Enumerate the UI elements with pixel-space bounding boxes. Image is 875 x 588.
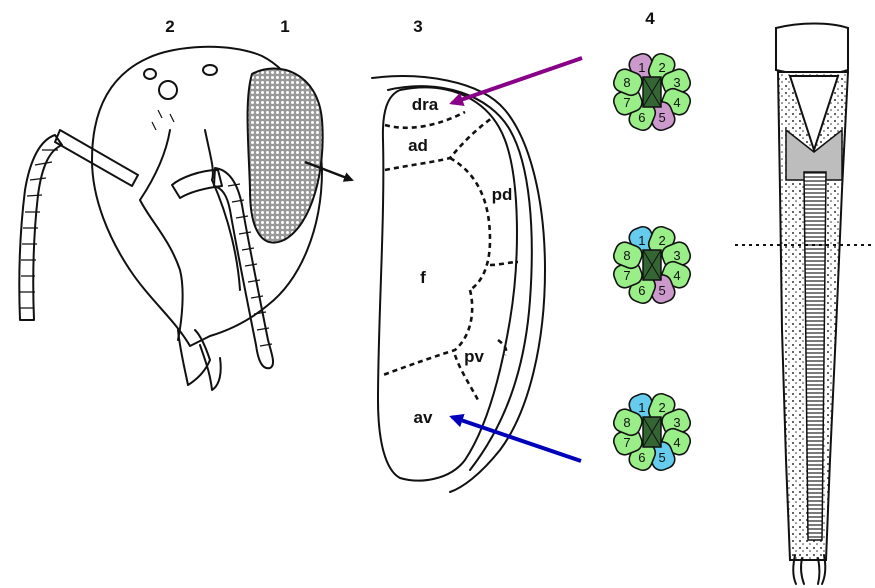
cell-number-label: 3 <box>673 248 680 263</box>
cell-number-label: 8 <box>623 248 630 263</box>
region-label-pd: pd <box>492 185 513 204</box>
cell-number-label: 4 <box>673 95 680 110</box>
region-label-av: av <box>414 408 433 427</box>
cell-number-label: 7 <box>623 95 630 110</box>
cell-number-label: 5 <box>658 110 665 125</box>
cell-number-label: 6 <box>638 110 645 125</box>
region-label-ad: ad <box>408 136 428 155</box>
ant-head-illustration <box>19 47 352 390</box>
region-label-pv: pv <box>464 347 484 366</box>
cell-number-label: 7 <box>623 435 630 450</box>
cell-number-label: 1 <box>638 400 645 415</box>
cell-number-label: 2 <box>658 60 665 75</box>
ocellus-center <box>159 81 177 99</box>
panel-label-3: 3 <box>413 17 422 36</box>
cell-number-label: 1 <box>638 60 645 75</box>
compound-eye <box>248 69 323 243</box>
cell-number-label: 1 <box>638 233 645 248</box>
cell-number-label: 6 <box>638 450 645 465</box>
panel-label-2: 2 <box>165 17 174 36</box>
ommatidium-longitudinal <box>735 24 875 585</box>
boundary-pd <box>450 158 490 290</box>
cell-number-label: 5 <box>658 283 665 298</box>
region-label-dra: dra <box>412 95 439 114</box>
panel-label-4: 4 <box>645 9 655 28</box>
cell-number-label: 4 <box>673 268 680 283</box>
retina-outline <box>378 87 517 480</box>
cell-number-label: 3 <box>673 415 680 430</box>
dra-arrow <box>452 58 582 103</box>
cell-number-label: 2 <box>658 400 665 415</box>
cell-number-label: 4 <box>673 435 680 450</box>
corneal-lens <box>776 24 848 75</box>
cell-number-label: 8 <box>623 75 630 90</box>
antenna-scape-left <box>55 130 138 186</box>
region-label-f: f <box>420 268 426 287</box>
cell-number-label: 6 <box>638 283 645 298</box>
retina-map: dra ad pd f pv av <box>372 76 545 492</box>
boundary-f <box>383 290 472 375</box>
panel-label-1: 1 <box>280 17 289 36</box>
retina-outer-arc <box>372 76 545 492</box>
ocellus-left <box>144 69 156 79</box>
cell-number-label: 2 <box>658 233 665 248</box>
antenna-funiculus-left <box>19 135 62 320</box>
rhabdom <box>804 172 826 540</box>
ocellus-right <box>203 65 217 75</box>
cell-number-label: 5 <box>658 450 665 465</box>
cell-number-label: 3 <box>673 75 680 90</box>
boundary-dra <box>385 112 465 128</box>
cell-number-label: 7 <box>623 268 630 283</box>
boundary-ad <box>385 118 492 170</box>
cell-number-label: 8 <box>623 415 630 430</box>
